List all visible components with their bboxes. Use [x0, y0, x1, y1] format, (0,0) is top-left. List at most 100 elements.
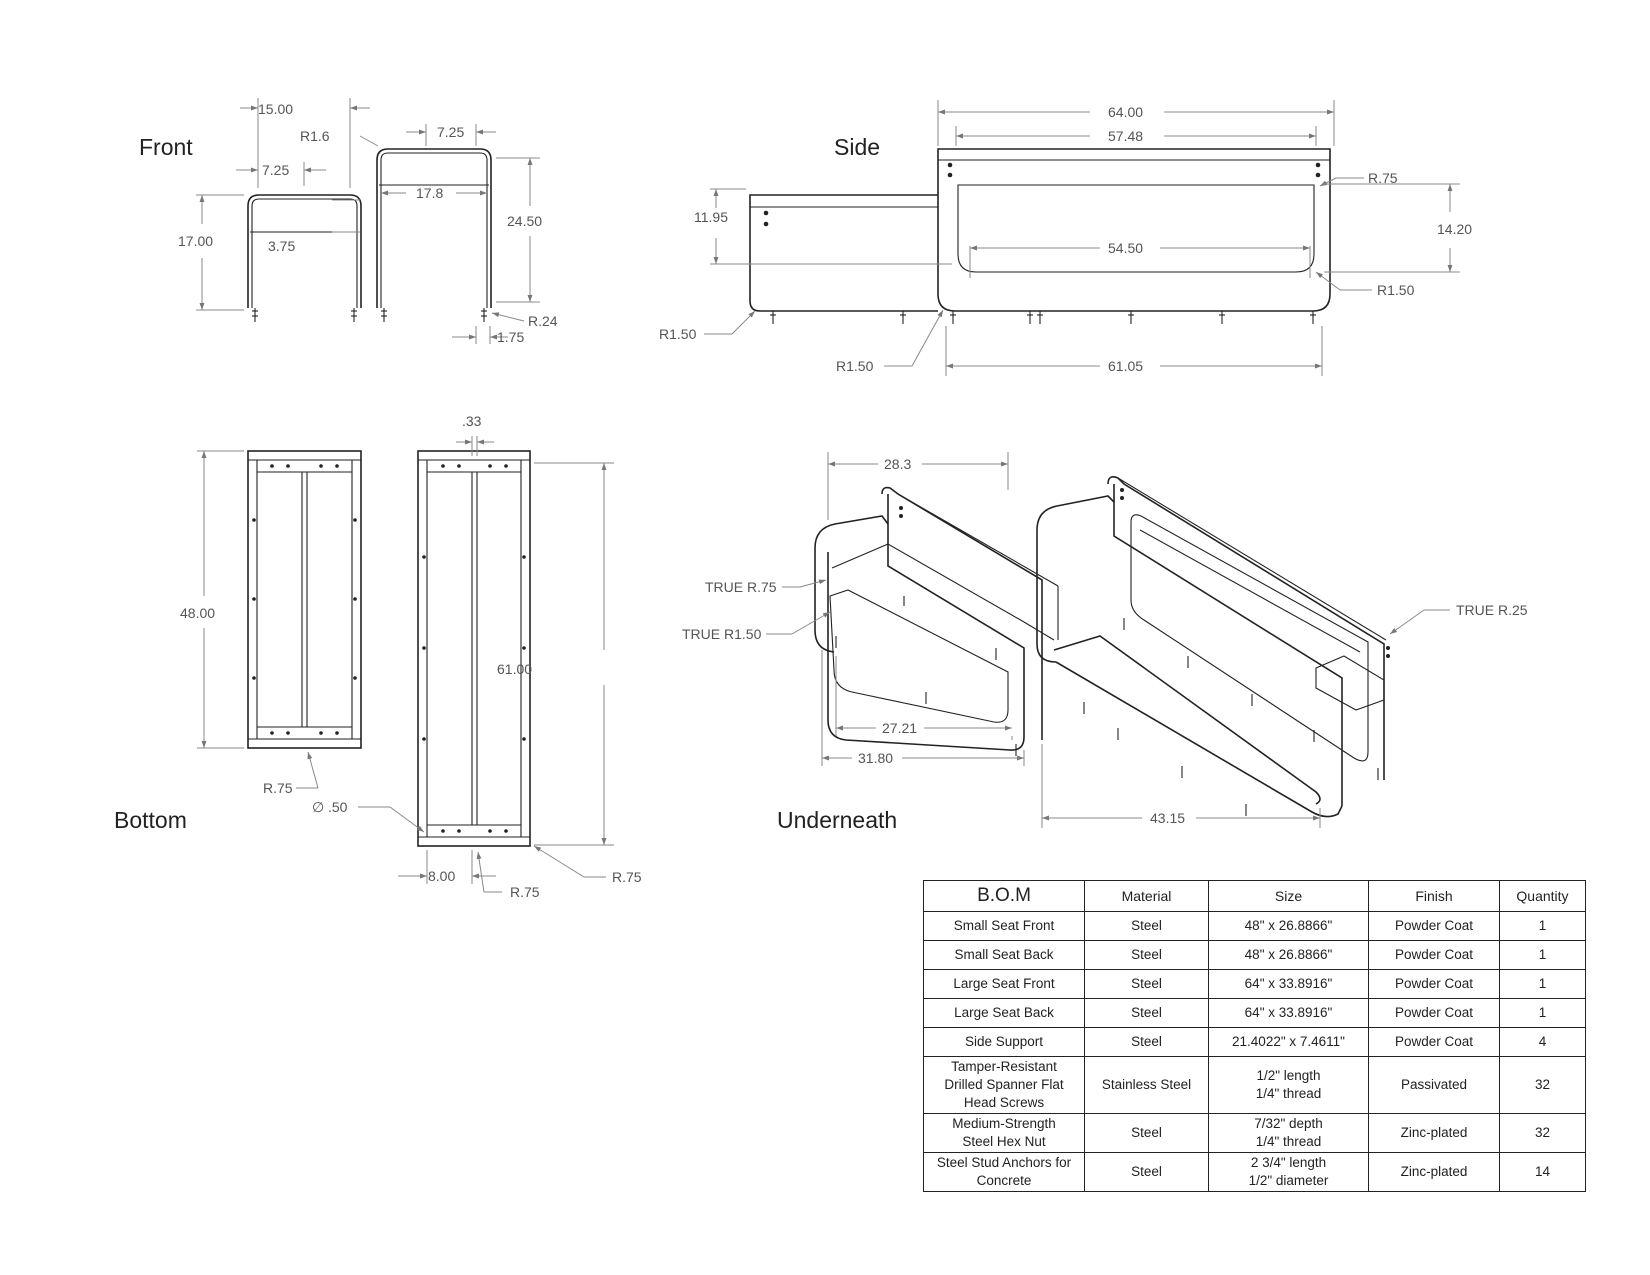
bottom-view-title: Bottom	[114, 807, 187, 833]
bom-header-material: Material	[1084, 880, 1209, 912]
bom-cell-finish: Powder Coat	[1368, 911, 1500, 941]
bom-cell-size: 48" x 26.8866"	[1208, 911, 1369, 941]
underneath-dim-label: TRUE R1.50	[682, 626, 762, 642]
front-dim-label: 7.25	[262, 162, 289, 178]
side-dimension-lines	[704, 100, 1460, 376]
bottom-large-seat	[417, 450, 531, 847]
bom-cell-quantity: 1	[1499, 969, 1586, 999]
bom-cell-part: Large Seat Front	[923, 969, 1085, 999]
bom-cell-size-line: 21.4022" x 7.4611"	[1232, 1034, 1345, 1049]
bottom-view: Bottom	[114, 413, 642, 900]
bom-cell-finish: Zinc-plated	[1368, 1113, 1500, 1153]
front-view: Front	[139, 98, 558, 345]
bom-cell-finish: Powder Coat	[1368, 998, 1500, 1028]
bom-header-part: B.O.M	[923, 880, 1085, 912]
front-dim-label: 3.75	[268, 238, 295, 254]
bottom-small-seat	[247, 450, 362, 749]
bom-cell-part-line: Concrete	[976, 1173, 1032, 1188]
bom-cell-quantity: 1	[1499, 940, 1586, 970]
bom-cell-size-line: 1/4" thread	[1255, 1134, 1322, 1149]
bom-cell-material: Steel	[1084, 969, 1209, 999]
bottom-dim-label: R.75	[510, 884, 540, 900]
bom-cell-quantity: 32	[1499, 1056, 1586, 1114]
bottom-dimension-labels: .33 48.00 61.00 R.75 ∅ .50 8.00 R.75 R.7…	[180, 413, 642, 900]
bom-cell-part-line: Large Seat Back	[954, 1005, 1054, 1020]
bom-cell-size: 21.4022" x 7.4611"	[1208, 1027, 1369, 1057]
bom-cell-finish: Zinc-plated	[1368, 1152, 1500, 1192]
bom-cell-size-line: 48" x 26.8866"	[1244, 918, 1333, 933]
side-dim-label: R.75	[1368, 170, 1398, 186]
bom-cell-size-line: 1/2" length	[1256, 1068, 1321, 1083]
side-large-seat	[937, 148, 1331, 312]
underneath-dim-label: 28.3	[884, 456, 911, 472]
bom-cell-material: Steel	[1084, 1027, 1209, 1057]
front-dim-label: 24.50	[507, 213, 542, 229]
bom-cell-quantity: 14	[1499, 1152, 1586, 1192]
bom-cell-size-line: 1/4" thread	[1255, 1086, 1322, 1101]
bottom-dim-label: 8.00	[428, 868, 455, 884]
bom-cell-part-line: Steel Hex Nut	[962, 1134, 1046, 1149]
bom-table: B.O.M Material Size Finish Quantity Smal…	[923, 880, 1586, 1192]
side-dim-label: 11.95	[694, 209, 728, 225]
underneath-dim-label: TRUE R.25	[1456, 602, 1528, 618]
bottom-dim-label: 48.00	[180, 605, 215, 621]
side-dim-label: 14.20	[1437, 221, 1472, 237]
underneath-view-title: Underneath	[777, 807, 897, 833]
bottom-dim-label: 61.00	[497, 661, 532, 677]
side-dim-label: 61.05	[1108, 358, 1143, 374]
bom-cell-material: Steel	[1084, 911, 1209, 941]
bottom-dim-label: .50	[328, 799, 348, 815]
front-dim-label: R1.6	[300, 128, 330, 144]
bom-row: Large Seat Back Steel 64" x 33.8916" Powder…	[923, 998, 1586, 1028]
bottom-dim-label: .33	[462, 413, 482, 429]
bom-cell-finish: Passivated	[1368, 1056, 1500, 1114]
bom-cell-size: 2 3/4" length 1/2" diameter	[1208, 1152, 1369, 1192]
front-dim-label: R.24	[528, 313, 558, 329]
side-dim-label: 64.00	[1108, 104, 1143, 120]
bom-cell-size-line: 2 3/4" length	[1250, 1155, 1327, 1170]
front-dim-label: 7.25	[437, 124, 464, 140]
bottom-dim-label: R.75	[612, 869, 642, 885]
side-dimension-labels: 64.00 57.48 R.75 11.95 14.20 54.50 R1.50…	[659, 104, 1472, 374]
side-dim-label: 57.48	[1108, 128, 1143, 144]
bom-cell-material: Steel	[1084, 1152, 1209, 1192]
bom-cell-part-line: Side Support	[964, 1034, 1044, 1049]
bom-cell-quantity: 32	[1499, 1113, 1586, 1153]
bom-cell-size: 7/32" depth 1/4" thread	[1208, 1113, 1369, 1153]
side-dim-label: R1.50	[1377, 282, 1415, 298]
underneath-dimension-labels: 28.3 TRUE R.75 TRUE R1.50 TRUE R.25 27.2…	[682, 456, 1528, 826]
bom-cell-part: Small Seat Back	[923, 940, 1085, 970]
underneath-view: Underneath	[682, 452, 1528, 833]
bom-cell-size-line: 7/32" depth	[1254, 1116, 1323, 1131]
bom-cell-size-line: 1/2" diameter	[1248, 1173, 1329, 1188]
bom-cell-size: 48" x 26.8866"	[1208, 940, 1369, 970]
underneath-dim-label: 27.21	[882, 720, 917, 736]
bom-cell-part: Side Support	[923, 1027, 1085, 1057]
side-dim-label: R1.50	[836, 358, 874, 374]
bom-cell-material: Stainless Steel	[1084, 1056, 1209, 1114]
side-view-title: Side	[834, 134, 880, 160]
bom-cell-part-line: Tamper-Resistant	[951, 1059, 1057, 1074]
bom-cell-size-line: 64" x 33.8916"	[1244, 1005, 1333, 1020]
side-anchors	[770, 311, 1316, 324]
front-dim-label: 15.00	[258, 101, 293, 117]
front-dim-label: 17.00	[178, 233, 213, 249]
front-dim-label: 1.75	[497, 329, 524, 345]
underneath-dim-label: 43.15	[1150, 810, 1185, 826]
bom-cell-material: Steel	[1084, 998, 1209, 1028]
underneath-large-seat	[1036, 476, 1390, 818]
underneath-dimension-lines	[766, 452, 1450, 828]
front-dimension-lines	[196, 98, 540, 344]
underneath-dim-label: TRUE R.75	[705, 579, 777, 595]
bom-header-finish: Finish	[1368, 880, 1500, 912]
bom-cell-size-line: 64" x 33.8916"	[1244, 976, 1333, 991]
bom-cell-finish: Powder Coat	[1368, 969, 1500, 999]
